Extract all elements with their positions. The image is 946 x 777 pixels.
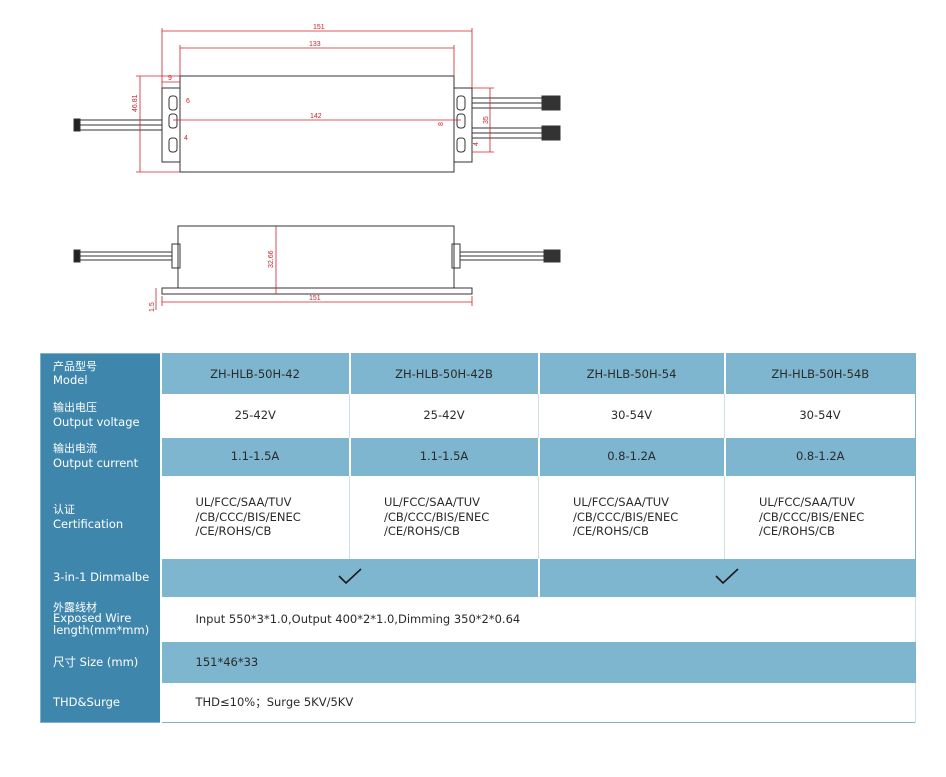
row-dimmable: 3-in-1 Dimmalbe — [40, 558, 916, 597]
cell-current-4: 0.8-1.2A — [724, 437, 916, 476]
label-cn: 外露线材 — [53, 601, 97, 614]
row-header-dimmable: 3-in-1 Dimmalbe — [40, 558, 162, 597]
side-left-gland — [171, 243, 181, 269]
left-cable-end — [73, 118, 81, 132]
label-en: Certification — [53, 516, 124, 531]
right-slot-top — [456, 95, 466, 111]
right-slot-mid — [456, 113, 466, 129]
dim-side-height: 32.66 — [268, 250, 275, 268]
right-mount-ear — [453, 87, 473, 163]
side-right-gland — [451, 243, 461, 269]
dim-slot-offset: 9 — [168, 75, 172, 82]
row-model: 产品型号 Model ZH-HLB-50H-42 ZH-HLB-50H-42B … — [40, 353, 916, 394]
label-cn: 输出电流 — [53, 442, 97, 456]
side-view-body — [177, 225, 455, 289]
cell-model-4: ZH-HLB-50H-54B — [724, 353, 916, 394]
checkmark-icon — [715, 568, 739, 584]
label-en: Output current — [53, 456, 139, 471]
top-view-body — [179, 75, 455, 173]
row-output-current: 输出电流 Output current 1.1-1.5A 1.1-1.5A 0.… — [40, 437, 916, 476]
spec-table: 产品型号 Model ZH-HLB-50H-42 ZH-HLB-50H-42B … — [40, 353, 916, 723]
cell-dimmable-54 — [538, 558, 916, 597]
cell-current-2: 1.1-1.5A — [349, 437, 540, 476]
cell-model-1: ZH-HLB-50H-42 — [160, 353, 351, 394]
label-cn: 产品型号 — [53, 359, 97, 373]
row-exposed-wire: 外露线材 Exposed Wire length(mm*mm) Input 55… — [40, 596, 916, 642]
cert-line: /CE/ROHS/CB — [195, 524, 272, 539]
row-header-exposed-wire: 外露线材 Exposed Wire length(mm*mm) — [40, 596, 162, 642]
dim-body-length: 133 — [309, 41, 321, 48]
side-right-cable-end — [543, 249, 561, 263]
cert-line: /CB/CCC/BIS/ENEC — [384, 509, 490, 524]
cert-line: UL/FCC/SAA/TUV — [573, 495, 669, 510]
dim-overall-length: 151 — [313, 24, 325, 31]
row-output-voltage: 输出电压 Output voltage 25-42V 25-42V 30-54V… — [40, 393, 916, 438]
cell-voltage-3: 30-54V — [538, 393, 725, 438]
side-view-dimensions — [155, 226, 473, 310]
technical-drawing: 151 133 142 46.81 9 6 4 8 35 4 32.66 151… — [73, 24, 561, 312]
checkmark-icon — [337, 568, 362, 584]
dim-right-2: 35 — [483, 116, 490, 124]
cert-line: UL/FCC/SAA/TUV — [759, 495, 855, 510]
dim-slot-width: 4 — [184, 135, 188, 142]
cell-cert-3: UL/FCC/SAA/TUV /CB/CCC/BIS/ENEC /CE/ROHS… — [538, 475, 725, 559]
row-thd-surge: THD&Surge THD≤10%；Surge 5KV/5KV — [40, 682, 916, 723]
label-cn: 输出电压 — [53, 401, 97, 415]
cell-voltage-2: 25-42V — [349, 393, 539, 438]
left-slot-bot — [168, 137, 178, 153]
cell-cert-2: UL/FCC/SAA/TUV /CB/CCC/BIS/ENEC /CE/ROHS… — [349, 475, 539, 559]
dim-slot-gap: 6 — [186, 98, 190, 105]
cell-thd-surge: THD≤10%；Surge 5KV/5KV — [160, 682, 916, 723]
row-header-thd-surge: THD&Surge — [40, 682, 162, 723]
row-certification: 认证 Certification UL/FCC/SAA/TUV /CB/CCC/… — [40, 475, 916, 559]
dim-side-base: 1.5 — [149, 302, 156, 312]
cell-voltage-1: 25-42V — [160, 393, 350, 438]
left-slot-mid — [168, 113, 178, 129]
cert-line: UL/FCC/SAA/TUV — [384, 495, 480, 510]
row-header-size: 尺寸 Size (mm) — [40, 641, 162, 683]
side-left-cable-end — [73, 249, 81, 263]
right-slot-bot — [456, 137, 466, 153]
label-en: 3-in-1 Dimmalbe — [53, 570, 150, 585]
row-header-model: 产品型号 Model — [40, 353, 162, 394]
left-slot-top — [168, 95, 178, 111]
dim-right-1: 8 — [438, 122, 445, 126]
row-header-certification: 认证 Certification — [40, 475, 162, 559]
cert-line: /CE/ROHS/CB — [759, 524, 835, 539]
cell-model-2: ZH-HLB-50H-42B — [349, 353, 540, 394]
dim-mount-spacing: 142 — [310, 113, 322, 120]
cert-line: /CB/CCC/BIS/ENEC — [759, 509, 865, 524]
cell-model-3: ZH-HLB-50H-54 — [538, 353, 726, 394]
label-en: Exposed Wire length(mm*mm) — [53, 611, 150, 637]
label-en: Model — [53, 373, 88, 388]
cert-line: UL/FCC/SAA/TUV — [195, 495, 292, 510]
cert-line: /CE/ROHS/CB — [384, 524, 460, 539]
right-cable-end-bot — [541, 125, 561, 141]
side-view-base — [161, 287, 473, 295]
cell-exposed-wire: Input 550*3*1.0,Output 400*2*1.0,Dimming… — [160, 596, 916, 642]
dim-height: 46.81 — [132, 94, 139, 112]
row-size: 尺寸 Size (mm) 151*46*33 — [40, 641, 916, 683]
cert-line: /CB/CCC/BIS/ENEC — [573, 509, 679, 524]
cell-current-1: 1.1-1.5A — [160, 437, 351, 476]
top-view-dimensions — [136, 28, 494, 173]
dim-side-length: 151 — [309, 295, 321, 302]
cell-cert-1: UL/FCC/SAA/TUV /CB/CCC/BIS/ENEC /CE/ROHS… — [160, 475, 350, 559]
cell-cert-4: UL/FCC/SAA/TUV /CB/CCC/BIS/ENEC /CE/ROHS… — [724, 475, 916, 559]
cell-size: 151*46*33 — [160, 641, 916, 683]
cert-line: /CB/CCC/BIS/ENEC — [195, 509, 301, 524]
label-cn: 认证 — [53, 502, 75, 516]
cell-current-3: 0.8-1.2A — [538, 437, 726, 476]
cell-dimmable-42 — [160, 558, 540, 597]
side-view — [73, 225, 561, 295]
cert-line: /CE/ROHS/CB — [573, 524, 649, 539]
label-en: Output voltage — [53, 415, 140, 430]
cell-voltage-4: 30-54V — [724, 393, 916, 438]
top-view — [73, 75, 561, 173]
right-cable-end-top — [541, 95, 561, 111]
row-header-output-current: 输出电流 Output current — [40, 437, 162, 476]
row-header-output-voltage: 输出电压 Output voltage — [40, 393, 162, 438]
dim-right-3: 4 — [473, 142, 480, 146]
